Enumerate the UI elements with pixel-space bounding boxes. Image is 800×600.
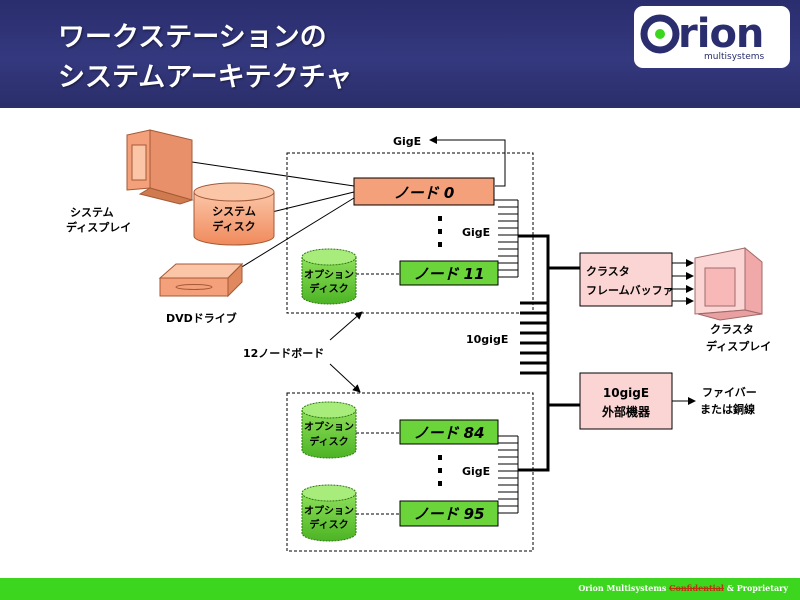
dvd-drive-label: DVDドライブ [166,311,237,325]
lower-board-outline [286,392,534,552]
tengige-bus [518,234,580,472]
system-display-label-2: ディスプレイ [66,220,131,234]
node-0-label: ノード 0 [394,184,455,202]
orion-logo-o-icon [640,14,680,54]
option-disk-95-icon [301,484,357,542]
node-84-label: ノード 84 [413,424,484,442]
upper-board-outline [286,152,534,314]
upper-gige-fan [494,199,519,278]
footer-text: Orion Multisystems Confidential & Propri… [578,583,788,593]
board-label: 12ノードボード [243,346,324,360]
node-95-box [399,500,499,527]
option-disk-84-label-2: ディスク [309,435,348,448]
cluster-display-arrows [672,259,694,305]
cluster-display-icon [694,246,763,321]
top-gige-label: GigE [393,135,421,148]
display-link [191,161,355,187]
upper-ellipsis [438,216,442,247]
fiber-label-2: または銅線 [700,402,755,416]
option-disk-84-label-1: オプション [304,420,354,433]
footer-suffix: & Proprietary [726,583,788,593]
option-disk-upper-label-2: ディスク [309,282,348,295]
lower-gige-fan [498,435,519,514]
option-disk-95-label-1: オプション [304,504,354,517]
top-gige-arrow [429,136,506,187]
dvd-drive-icon [158,262,244,298]
gige-lower-label: GigE [462,465,490,478]
option-disk-upper-label-1: オプション [304,268,354,281]
system-disk-icon [193,182,275,246]
logo-tagline: multisystems [704,52,765,62]
cluster-framebuffer-box [579,252,673,307]
node-11-label: ノード 11 [413,265,484,283]
system-display-icon [126,129,194,205]
fiber-label-1: ファイバー [702,386,757,399]
dvd-link [231,197,355,274]
system-display-label-1: システム [70,206,114,219]
node-95-label: ノード 95 [413,505,484,523]
slide-title-line-2: システムアーキテクチャ [58,62,353,93]
node-11-box [399,260,499,286]
gige-upper-label: GigE [462,226,490,239]
option-disk-upper-icon [301,248,357,305]
lower-ellipsis [438,455,442,486]
cluster-display-label-1: クラスタ [710,323,754,336]
logo-wordmark: rion [678,11,764,57]
slide-title-line-1: ワークステーションの [58,22,327,53]
external-label-1: 10gigE [603,386,649,400]
architecture-diagram: GigE システム ディスプレイ システム ディスク DVDドライブ ノード 0… [66,129,771,552]
board-arrow-down [329,363,361,393]
option-disk-95-label-2: ディスク [309,518,348,531]
disk-link [271,191,355,213]
external-label-2: 外部機器 [602,404,651,419]
tengige-label: 10gigE [466,333,508,346]
node-0-box [353,177,495,206]
cluster-display-label-2: ディスプレイ [706,339,771,353]
footer-company: Orion Multisystems [578,583,667,593]
option-disk-84-icon [301,401,357,459]
node-84-box [399,419,499,445]
system-disk-label-2: ディスク [212,219,255,233]
board-arrow-up [329,311,363,341]
footer-struck-word: Confidential [669,583,724,593]
external-device-box [579,372,673,430]
footer-bar [0,578,800,600]
cluster-fb-label-2: フレームバッファ [586,284,674,297]
cluster-fb-label-1: クラスタ [586,265,630,278]
system-disk-label-1: システム [212,205,256,218]
